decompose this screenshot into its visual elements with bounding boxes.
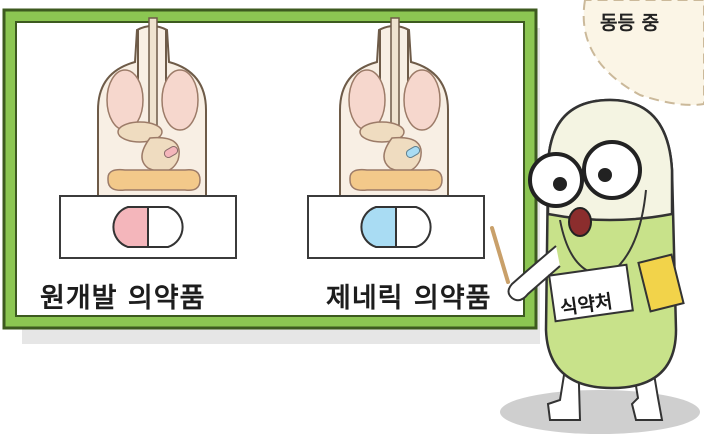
right-capsule-colored-half [361, 207, 396, 247]
speech-bubble [584, 0, 704, 105]
ground-shadow [500, 390, 700, 434]
left-capsule-card [60, 196, 236, 258]
presentation-board [4, 10, 536, 328]
name-badge [549, 265, 633, 321]
left-capsule-colored-half [113, 207, 148, 247]
right-capsule-card [308, 196, 484, 258]
open-mouth [569, 208, 591, 236]
right-glasses-lens [584, 142, 640, 198]
